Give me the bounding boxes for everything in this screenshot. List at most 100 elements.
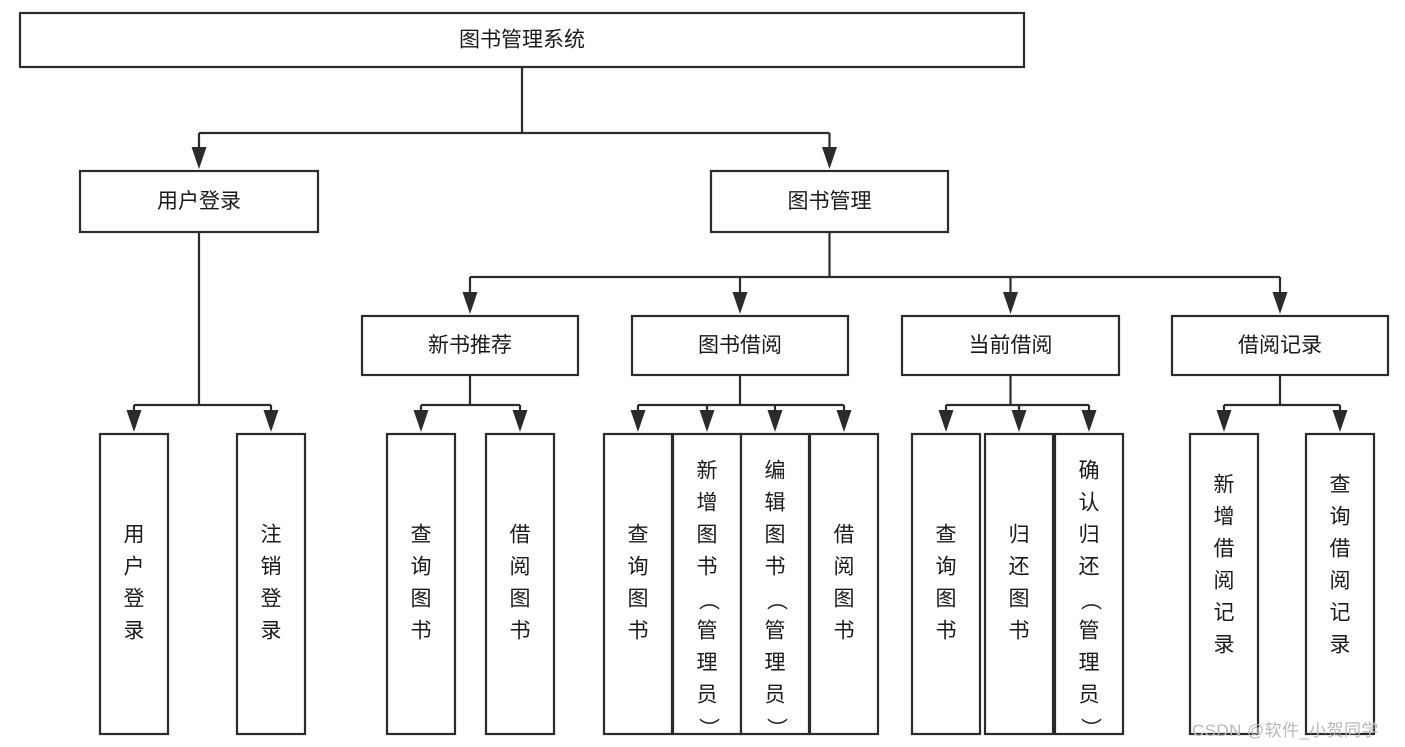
node-box-leaf-edit-book[interactable]: [739, 432, 811, 736]
svg-text:用: 用: [124, 524, 145, 547]
node-box-user-login[interactable]: [78, 169, 320, 234]
svg-text:户: 户: [124, 556, 145, 579]
node-user-login[interactable]: 用户登录: [78, 169, 320, 234]
svg-text:图: 图: [834, 588, 855, 611]
svg-text:登: 登: [261, 588, 282, 611]
node-label-leaf-user-login: 用户登录: [124, 524, 145, 643]
svg-text:注: 注: [261, 524, 282, 547]
svg-text:理: 理: [765, 652, 786, 675]
svg-text:查: 查: [411, 524, 432, 547]
svg-text:查: 查: [1330, 474, 1351, 497]
node-box-leaf-user-login[interactable]: [98, 432, 170, 736]
svg-text:录: 录: [1214, 634, 1235, 657]
node-box-new-book-rec[interactable]: [360, 314, 580, 377]
node-box-leaf-add-book[interactable]: [671, 432, 743, 736]
svg-text:记: 记: [1330, 602, 1351, 625]
svg-text:确: 确: [1079, 460, 1100, 483]
svg-text:图: 图: [510, 588, 531, 611]
node-root[interactable]: 图书管理系统: [18, 11, 1026, 69]
node-label-root: 图书管理系统: [459, 29, 585, 52]
svg-text:录: 录: [124, 620, 145, 643]
node-borrow-record[interactable]: 借阅记录: [1170, 314, 1390, 377]
svg-text:图: 图: [411, 588, 432, 611]
svg-text:书: 书: [411, 620, 432, 643]
node-box-leaf-query-record[interactable]: [1304, 432, 1376, 736]
svg-text:增: 增: [1214, 506, 1235, 529]
node-layer: 图书管理系统用户登录图书管理新书推荐图书借阅当前借阅借阅记录用户登录注销登录查询…: [18, 11, 1390, 739]
node-box-leaf-borrow-book-1[interactable]: [484, 432, 556, 736]
svg-text:查: 查: [936, 524, 957, 547]
node-box-leaf-query-book-1[interactable]: [385, 432, 457, 736]
svg-text:记: 记: [1214, 602, 1235, 625]
node-box-leaf-confirm-return[interactable]: [1053, 432, 1125, 736]
node-box-leaf-query-book-2[interactable]: [602, 432, 674, 736]
node-box-book-manage[interactable]: [709, 169, 950, 234]
svg-text:录: 录: [261, 620, 282, 643]
svg-text:新: 新: [1214, 474, 1235, 497]
svg-text:归: 归: [1009, 524, 1030, 547]
svg-text:书: 书: [628, 620, 649, 643]
svg-text:还: 还: [1009, 556, 1030, 579]
svg-text:理: 理: [697, 652, 718, 675]
node-current-borrow[interactable]: 当前借阅: [900, 314, 1121, 377]
svg-text:询: 询: [411, 556, 432, 579]
node-box-leaf-return-book[interactable]: [983, 432, 1055, 736]
node-box-current-borrow[interactable]: [900, 314, 1121, 377]
svg-text:管: 管: [1079, 620, 1100, 643]
svg-text:（: （: [1078, 590, 1101, 611]
node-box-borrow-record[interactable]: [1170, 314, 1390, 377]
node-leaf-user-login[interactable]: 用户登录: [98, 432, 170, 736]
node-box-leaf-add-record[interactable]: [1188, 432, 1260, 736]
node-new-book-rec[interactable]: 新书推荐: [360, 314, 580, 377]
connector-layer: [126, 67, 1348, 432]
node-label-user-login: 用户登录: [157, 190, 241, 213]
svg-text:借: 借: [834, 524, 855, 547]
svg-text:书: 书: [765, 556, 786, 579]
node-box-leaf-borrow-book-2[interactable]: [808, 432, 880, 736]
svg-text:书: 书: [510, 620, 531, 643]
node-label-current-borrow: 当前借阅: [969, 334, 1053, 357]
svg-text:书: 书: [1009, 620, 1030, 643]
svg-text:借: 借: [1330, 538, 1351, 561]
svg-text:编: 编: [765, 460, 786, 483]
svg-text:（: （: [764, 590, 787, 611]
connector-current-borrow: [938, 375, 1097, 432]
connector-borrow-record: [1216, 375, 1348, 432]
svg-text:归: 归: [1079, 524, 1100, 547]
svg-text:新: 新: [697, 460, 718, 483]
svg-text:书: 书: [936, 620, 957, 643]
svg-text:图: 图: [1009, 588, 1030, 611]
svg-text:阅: 阅: [1214, 570, 1235, 593]
svg-text:图: 图: [936, 588, 957, 611]
svg-text:图: 图: [765, 524, 786, 547]
node-box-leaf-logout[interactable]: [235, 432, 307, 736]
node-book-manage[interactable]: 图书管理: [709, 169, 950, 234]
node-label-new-book-rec: 新书推荐: [428, 334, 512, 357]
node-box-leaf-query-book-3[interactable]: [910, 432, 982, 736]
svg-text:登: 登: [124, 588, 145, 611]
node-box-root[interactable]: [18, 11, 1026, 69]
node-book-borrow[interactable]: 图书借阅: [630, 314, 850, 377]
connector-root: [191, 67, 837, 169]
node-box-book-borrow[interactable]: [630, 314, 850, 377]
svg-text:辑: 辑: [765, 492, 786, 515]
